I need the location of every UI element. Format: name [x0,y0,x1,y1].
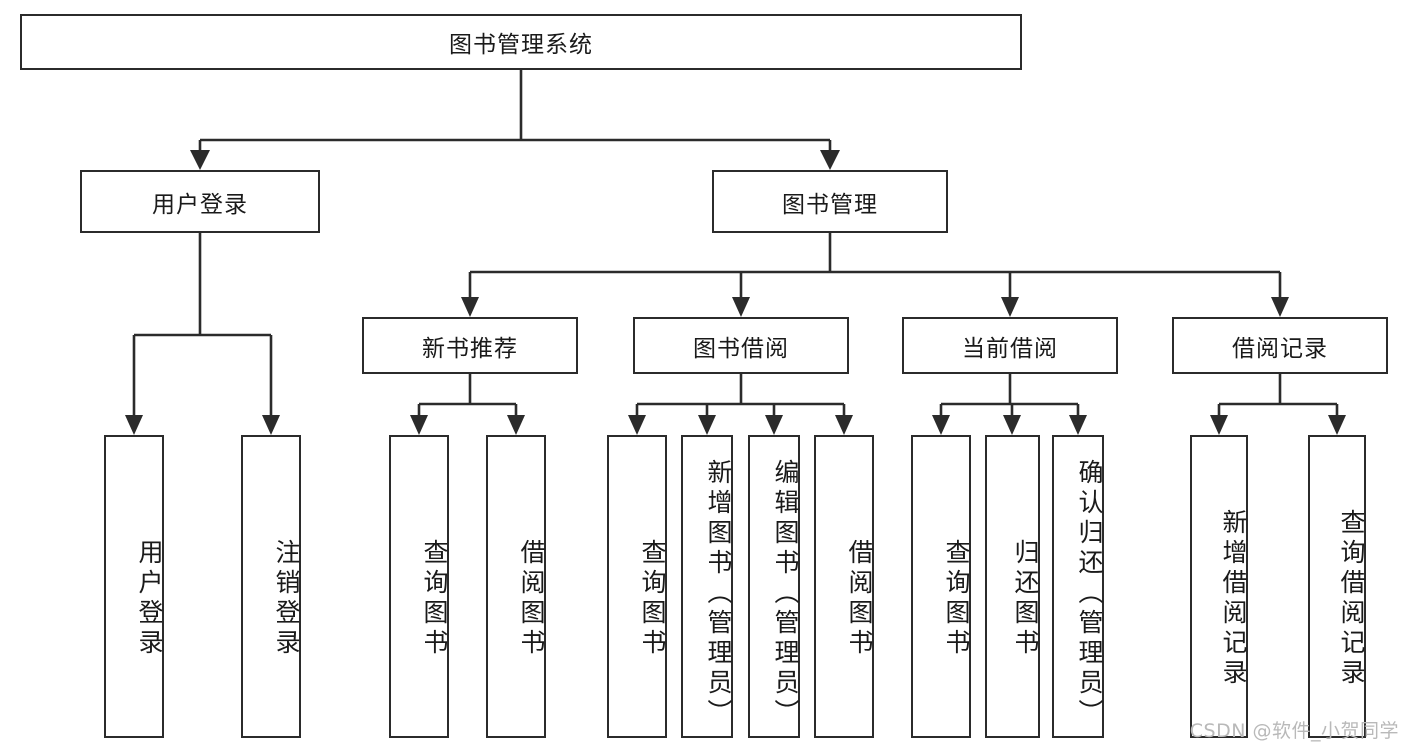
watermark-text: CSDN @软件_小贺同学 [1189,720,1399,742]
node-root[interactable]: 图书管理系统 [20,14,1022,70]
arrow-br-add [1210,415,1228,435]
connector-currentborrow-to-leaves [932,374,1087,435]
connector-newbook-to-leaves [410,374,525,435]
arrow-user-login [190,150,210,170]
leaf-return-book[interactable]: 归还图书 [985,435,1040,738]
arrow-borrow-record [1271,297,1289,317]
connector-userlogin-to-leaves [125,233,280,435]
leaf-user-login[interactable]: 用户登录 [104,435,164,738]
arrow-borrow [732,297,750,317]
arrow-newbook-query [410,415,428,435]
connector-bookmanage-to-level3 [461,233,1289,317]
arrow-current-borrow [1001,297,1019,317]
connector-borrowrecord-to-leaves [1210,374,1346,435]
arrow-cb-confirm [1069,415,1087,435]
leaf-query-book-current[interactable]: 查询图书 [911,435,971,738]
node-current-borrow[interactable]: 当前借阅 [902,317,1118,374]
arrow-bb-borrow [835,415,853,435]
arrow-cb-query [932,415,950,435]
connector-bookborrow-to-leaves [628,374,853,435]
connector-root-to-level2 [190,70,840,170]
arrow-bb-edit [765,415,783,435]
leaf-query-book-borrow[interactable]: 查询图书 [607,435,667,738]
arrow-bb-add [698,415,716,435]
leaf-borrow-book-newbook[interactable]: 借阅图书 [486,435,546,738]
node-user-login[interactable]: 用户登录 [80,170,320,233]
arrow-leaf-user-login [125,415,143,435]
node-borrow-record[interactable]: 借阅记录 [1172,317,1388,374]
leaf-borrow-book[interactable]: 借阅图书 [814,435,874,738]
arrow-cb-return [1003,415,1021,435]
arrow-leaf-logout [262,415,280,435]
arrow-book-manage [820,150,840,170]
arrow-new-book [461,297,479,317]
arrow-bb-query [628,415,646,435]
leaf-edit-book-admin[interactable]: 编辑图书（管理员） [748,435,800,738]
node-book-borrow[interactable]: 图书借阅 [633,317,849,374]
leaf-query-book-newbook[interactable]: 查询图书 [389,435,449,738]
leaf-add-borrow-record[interactable]: 新增借阅记录 [1190,435,1248,738]
node-new-book-recommend[interactable]: 新书推荐 [362,317,578,374]
leaf-query-borrow-record[interactable]: 查询借阅记录 [1308,435,1366,738]
arrow-newbook-borrow [507,415,525,435]
leaf-add-book-admin[interactable]: 新增图书（管理员） [681,435,733,738]
leaf-confirm-return-admin[interactable]: 确认归还（管理员） [1052,435,1104,738]
node-book-management[interactable]: 图书管理 [712,170,948,233]
arrow-br-query [1328,415,1346,435]
leaf-logout[interactable]: 注销登录 [241,435,301,738]
